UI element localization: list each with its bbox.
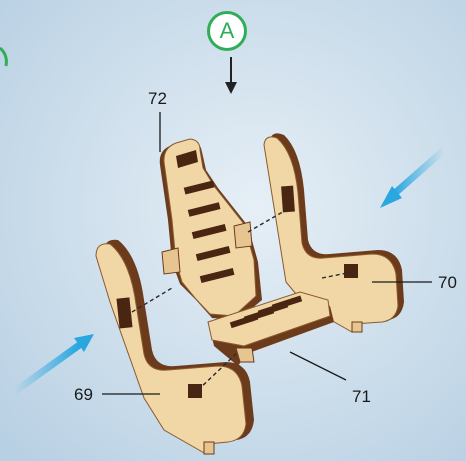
step-badge-a: A <box>207 11 247 51</box>
part-label-71: 71 <box>352 388 371 405</box>
part-label-69: 69 <box>74 386 93 403</box>
part-label-70: 70 <box>438 274 457 291</box>
part-label-72: 72 <box>148 90 167 107</box>
step-badge-letter: A <box>220 18 235 44</box>
